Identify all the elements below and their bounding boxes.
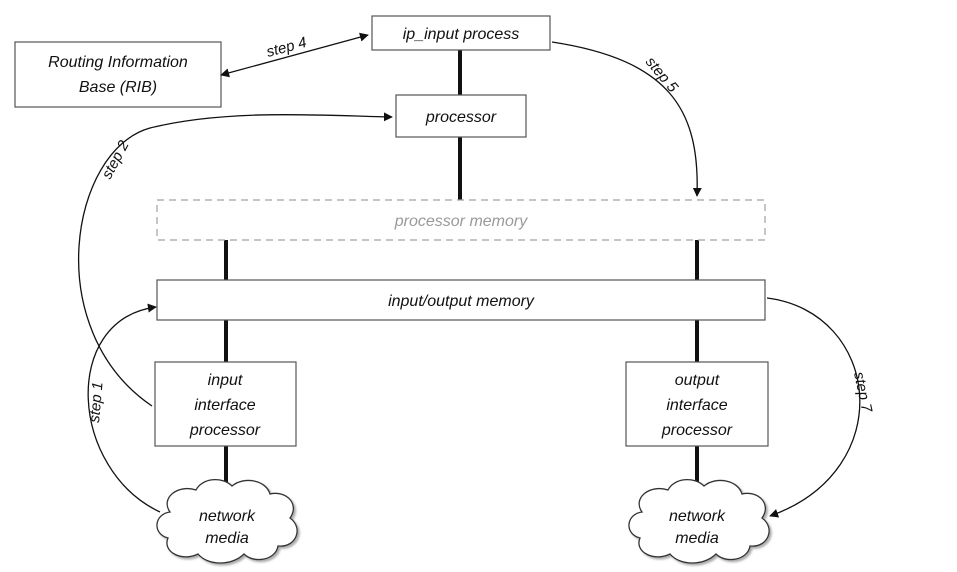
rib-box: Routing Information Base (RIB): [14, 41, 222, 108]
processor-label: processor: [425, 109, 497, 126]
ip-input-process-box: ip_input process: [371, 15, 551, 51]
input-interface-processor-box: input interface processor: [154, 361, 297, 447]
network-in-line1: network: [199, 508, 256, 525]
input-iface-line3: processor: [189, 422, 261, 439]
processor-memory-label: processor memory: [394, 213, 528, 230]
network-in-line2: media: [205, 530, 249, 547]
input-iface-line1: input: [208, 372, 243, 389]
step7-arrow: [766, 297, 861, 518]
rib-label-line1: Routing Information: [48, 54, 188, 71]
step2-arrow: [78, 112, 393, 407]
step2-label: step 2: [99, 137, 134, 182]
bus-connectors: [224, 50, 699, 490]
io-memory-box: input/output memory: [156, 279, 766, 321]
rib-label-line2: Base (RIB): [79, 79, 157, 96]
network-out-line2: media: [675, 530, 719, 547]
output-iface-line3: processor: [661, 422, 733, 439]
step1-arrow: [87, 303, 161, 513]
output-interface-processor-box: output interface processor: [625, 361, 769, 447]
io-memory-label: input/output memory: [388, 293, 535, 310]
network-out-line1: network: [669, 508, 726, 525]
input-iface-line2: interface: [194, 397, 255, 414]
step1-label: step 1: [86, 381, 106, 423]
output-iface-line2: interface: [666, 397, 727, 414]
step5-arrow: [551, 41, 702, 197]
network-media-out-cloud: network media: [628, 479, 770, 564]
output-iface-line1: output: [675, 372, 720, 389]
step4-arrow: [220, 32, 369, 78]
processor-memory-box: processor memory: [156, 199, 766, 241]
step7-label: step 7: [850, 370, 875, 414]
ip-input-process-label: ip_input process: [403, 26, 520, 43]
flow-arrows: [78, 32, 861, 518]
network-media-in-cloud: network media: [156, 479, 298, 564]
processor-box: processor: [395, 94, 527, 138]
